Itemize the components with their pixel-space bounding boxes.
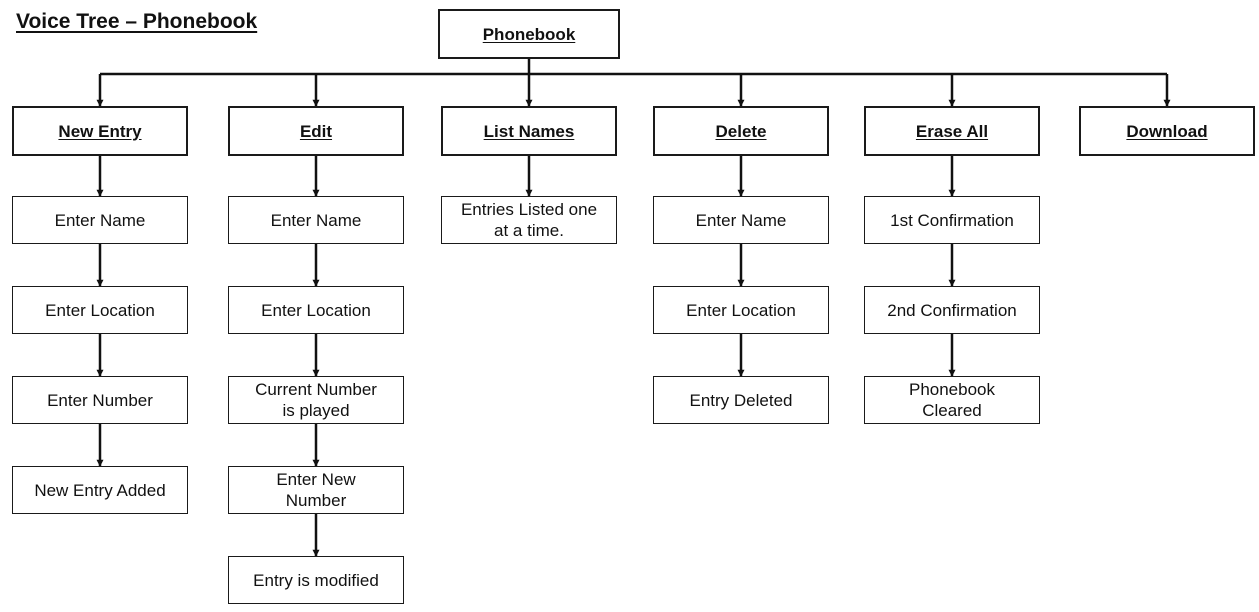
root-node-phonebook: Phonebook <box>438 9 620 59</box>
step-node-edit-2: Enter Location <box>228 286 404 334</box>
branch-node-erase-all-label: Erase All <box>915 121 989 141</box>
step-node-new-entry-3: Enter Number <box>12 376 188 424</box>
step-node-new-entry-1-label: Enter Name <box>54 210 146 230</box>
branch-node-list-names: List Names <box>441 106 617 156</box>
step-node-list-names-1-label: Entries Listed one at a time. <box>460 200 598 240</box>
step-node-delete-2: Enter Location <box>653 286 829 334</box>
branch-node-download: Download <box>1079 106 1255 156</box>
step-node-edit-1-label: Enter Name <box>270 210 362 230</box>
root-node-label: Phonebook <box>482 24 576 44</box>
branch-node-edit-label: Edit <box>299 121 333 141</box>
step-node-edit-2-label: Enter Location <box>261 300 371 320</box>
branch-node-new-entry-label: New Entry <box>58 121 142 141</box>
step-node-new-entry-4: New Entry Added <box>12 466 188 514</box>
step-node-edit-3-label: Current Number is played <box>255 380 377 420</box>
step-node-edit-4: Enter New Number <box>228 466 404 514</box>
step-node-new-entry-3-label: Enter Number <box>47 390 153 410</box>
step-node-erase-all-3-label: Phonebook Cleared <box>908 380 996 420</box>
step-node-edit-5: Entry is modified <box>228 556 404 604</box>
branch-node-download-label: Download <box>1126 121 1208 141</box>
step-node-erase-all-2-label: 2nd Confirmation <box>887 300 1017 320</box>
page-title: Voice Tree – Phonebook <box>16 10 258 33</box>
step-node-new-entry-1: Enter Name <box>12 196 188 244</box>
step-node-list-names-1: Entries Listed one at a time. <box>441 196 617 244</box>
step-node-delete-1-label: Enter Name <box>695 210 787 230</box>
step-node-erase-all-1: 1st Confirmation <box>864 196 1040 244</box>
step-node-delete-2-label: Enter Location <box>686 300 796 320</box>
step-node-erase-all-1-label: 1st Confirmation <box>890 210 1014 230</box>
step-node-edit-5-label: Entry is modified <box>253 570 379 590</box>
step-node-delete-1: Enter Name <box>653 196 829 244</box>
step-node-new-entry-2: Enter Location <box>12 286 188 334</box>
step-node-new-entry-4-label: New Entry Added <box>34 480 166 500</box>
branch-node-edit: Edit <box>228 106 404 156</box>
step-node-edit-3: Current Number is played <box>228 376 404 424</box>
branch-node-erase-all: Erase All <box>864 106 1040 156</box>
step-node-delete-3: Entry Deleted <box>653 376 829 424</box>
branch-node-delete-label: Delete <box>715 121 767 141</box>
branch-node-new-entry: New Entry <box>12 106 188 156</box>
step-node-delete-3-label: Entry Deleted <box>689 390 793 410</box>
step-node-edit-1: Enter Name <box>228 196 404 244</box>
step-node-new-entry-2-label: Enter Location <box>45 300 155 320</box>
branch-node-delete: Delete <box>653 106 829 156</box>
step-node-erase-all-2: 2nd Confirmation <box>864 286 1040 334</box>
step-node-edit-4-label: Enter New Number <box>276 470 356 510</box>
branch-node-list-names-label: List Names <box>483 121 575 141</box>
step-node-erase-all-3: Phonebook Cleared <box>864 376 1040 424</box>
